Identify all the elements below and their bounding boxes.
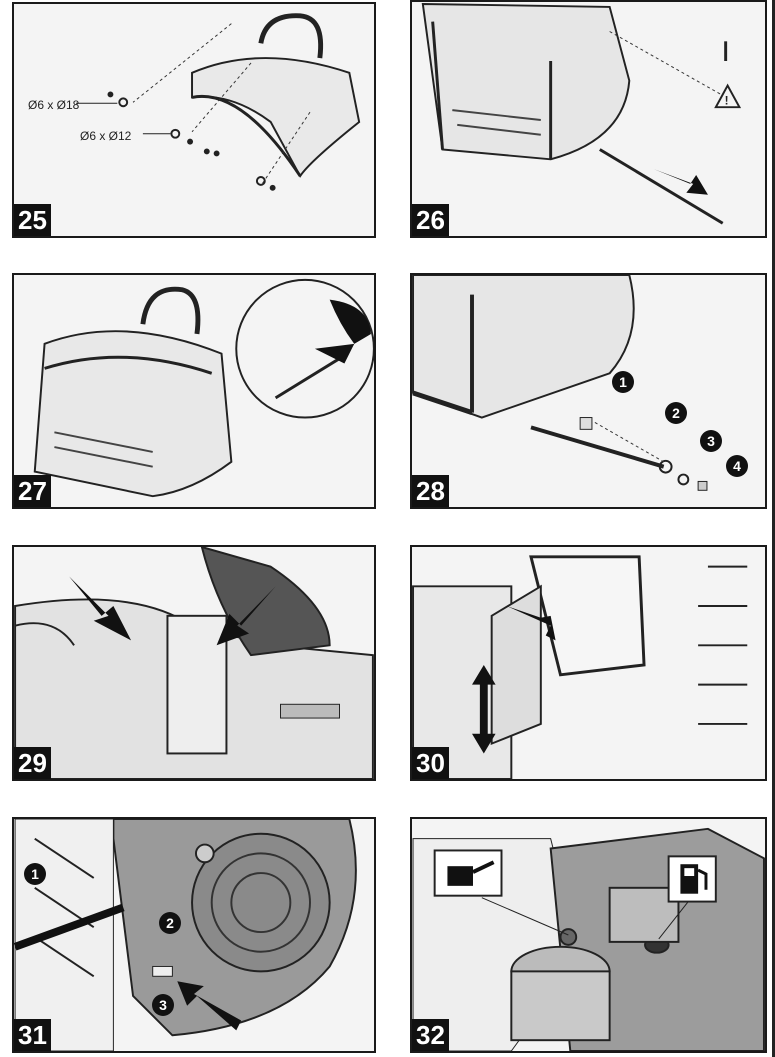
assembled-bag-illustration <box>33 278 374 498</box>
figure-panel-30: 30 <box>410 545 767 781</box>
figure-number: 28 <box>412 475 449 507</box>
figure-number: 25 <box>14 204 51 236</box>
figure-panel-28: 1 2 3 4 28 <box>410 273 767 509</box>
figure-number: 27 <box>14 475 51 507</box>
figure-number: 32 <box>412 1019 449 1051</box>
callout-1: 1 <box>24 863 46 885</box>
figure-panel-31: 1 2 3 31 <box>12 817 376 1053</box>
figure-number: 31 <box>14 1019 51 1051</box>
washer-small-label: Ø6 x Ø12 <box>80 129 132 143</box>
figure-panel-32: 32 <box>410 817 767 1053</box>
figure-number: 26 <box>412 204 449 236</box>
chute-bracket-illustration <box>412 555 748 779</box>
figure-panel-27: 27 <box>12 273 376 509</box>
figure-panel-26: ! 26 <box>410 0 767 238</box>
mower-deck-arrows-illustration <box>14 547 374 779</box>
figure-panel-29: 29 <box>12 545 376 781</box>
callout-3: 3 <box>700 430 722 452</box>
bag-support-bracket-illustration <box>412 275 708 491</box>
callout-1: 1 <box>612 371 634 393</box>
callout-4: 4 <box>726 455 748 477</box>
page-edge <box>772 0 775 1057</box>
grass-bag-frame-illustration <box>76 13 361 191</box>
callout-2: 2 <box>159 912 181 934</box>
callout-3: 3 <box>152 994 174 1016</box>
figure-number: 29 <box>14 747 51 779</box>
bag-rod-illustration: ! <box>421 2 742 225</box>
oil-fuel-filling-illustration <box>412 827 765 1051</box>
wheel-pin-illustration <box>14 819 357 1051</box>
svg-text:!: ! <box>725 94 729 107</box>
callout-2: 2 <box>665 402 687 424</box>
washer-large-label: Ø6 x Ø18 <box>28 98 80 112</box>
figure-number: 30 <box>412 747 449 779</box>
figure-panel-25: Ø6 x Ø18 Ø6 x Ø12 25 <box>12 2 376 238</box>
